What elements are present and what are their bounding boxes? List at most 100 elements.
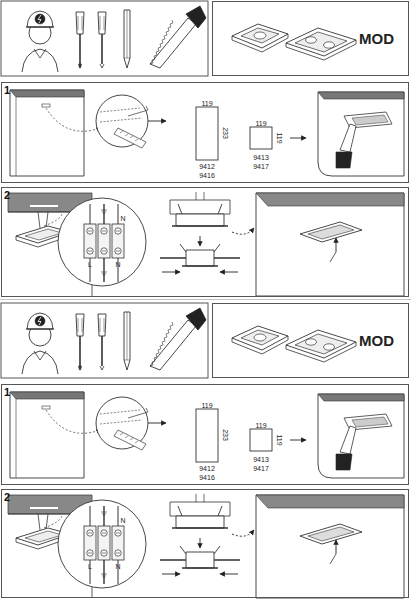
push-arrow [220,574,238,575]
separator [0,299,411,300]
pencil-detail [124,312,130,360]
article-number: 9417 [253,465,269,472]
opening-hole [352,115,388,125]
ceiling-section [170,502,230,516]
luminaire-rim [172,225,228,227]
down-arrow [200,538,201,548]
tools-panel [1,303,208,378]
terminal-block [112,526,124,560]
double-luminaire-frame [286,330,356,358]
lamp [306,37,317,43]
saw-teeth [150,20,173,64]
screwdriver-handle [76,12,84,34]
terminal-label: N [115,261,120,268]
ruler [114,430,146,450]
detail-circle [58,198,146,286]
step-number: 2 [4,189,10,201]
screwdriver-shaft [79,336,81,366]
ceiling-detail [256,495,404,598]
installed-luminaire [300,222,362,242]
spring-clip [180,244,220,252]
step-panel: 2 [1,489,409,598]
detail-leader [44,214,62,226]
screwdriver-handle [98,12,106,34]
terminal-label: N [120,215,125,222]
luminaire-inner [25,229,62,240]
hand-line [330,554,336,564]
ceiling-detail [318,394,404,478]
push-arrow [162,272,180,273]
dimension: 119 [255,422,266,429]
screwdriver-tip [100,64,104,68]
supply-wires [38,514,48,530]
ceiling-edge [256,495,404,508]
cut-mark [42,104,50,107]
handle-grip [78,16,82,30]
step-arrow [232,228,254,234]
pencil-detail [124,10,130,58]
worker-helmet [27,11,53,27]
worker-body [22,351,58,374]
screw-slot [102,533,106,553]
helmet-brim [26,26,54,27]
luminaire-inner [25,531,62,542]
step-number: 1 [4,84,10,96]
screwdriver-tip [79,366,82,370]
down-arrow [200,236,201,246]
marking-lines [100,108,142,122]
luminaire-section [186,552,214,568]
screwdriver-tip [100,366,104,370]
screwdriver-shaft [101,34,103,64]
detail-circle [96,95,148,147]
screwdriver-shaft [101,336,103,366]
ceiling-hole [30,507,58,509]
dimension: 119 [276,434,283,445]
saw-blade [150,320,196,370]
article-number: 9416 [199,474,215,481]
terminal-block [98,224,110,258]
screw-slot [88,231,92,251]
wire [118,204,119,224]
screwdriver-shaft [79,34,81,64]
ceiling-edge [318,92,404,99]
screw-slot [116,231,120,251]
dimension: 233 [222,429,229,441]
room-corner [16,399,17,478]
room-wall [10,90,84,176]
cutout-rectangle [196,107,218,160]
handle-grip [100,16,104,30]
ruler [114,128,146,148]
saw-handle [336,152,352,168]
luminaire-section [176,516,224,528]
double-luminaire-frame [286,28,356,56]
saw-handle [186,6,206,28]
product-name: MOD [359,30,394,47]
wires [196,494,204,502]
step-arrow [290,440,306,441]
ceiling-section [170,200,230,214]
lamp [306,339,317,345]
terminal-block [98,526,110,560]
lamp [324,42,335,48]
luminaire-rim [182,567,218,569]
ceiling-edge [256,193,404,206]
terminal-label: N [120,517,125,524]
saw-teeth [150,322,173,366]
detail-leader [44,516,62,528]
room-wall [10,392,84,478]
ceiling-edge [10,90,84,97]
instruction-half [1,1,404,296]
step-number: 1 [4,386,10,398]
pencil-mark [128,106,148,116]
detail-circle [58,500,146,588]
article-number: 9412 [199,465,215,472]
pencil-mark [128,408,148,418]
article-number: 9417 [253,163,269,170]
luminaire-section [176,214,224,226]
detail-leader [46,108,100,131]
lightning-bolt [38,15,41,23]
supply-wires [38,212,48,228]
ruler-ticks [120,433,138,443]
instruction-half [1,303,404,598]
